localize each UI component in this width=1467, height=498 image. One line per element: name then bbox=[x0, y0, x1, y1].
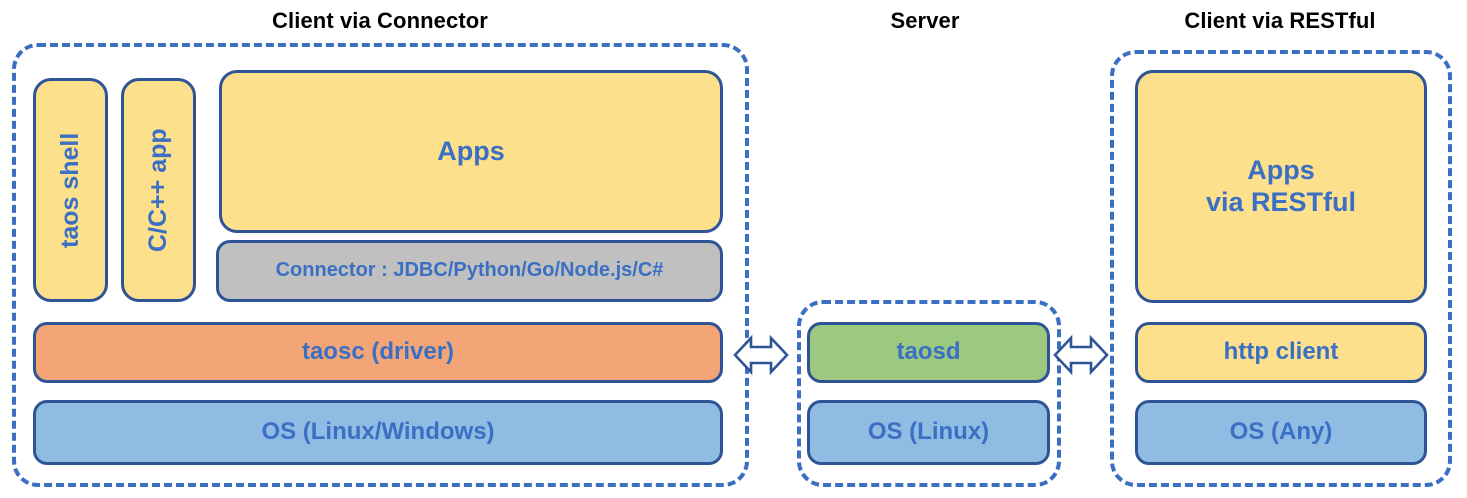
box-os-linux[interactable]: OS (Linux) bbox=[807, 400, 1050, 465]
panel-client-restful bbox=[1110, 50, 1452, 487]
box-os-linux-windows[interactable]: OS (Linux/Windows) bbox=[33, 400, 723, 465]
apps-restful-line-1: Apps bbox=[1247, 154, 1315, 185]
box-connector-list[interactable]: Connector : JDBC/Python/Go/Node.js/C# bbox=[216, 240, 723, 302]
box-os-any[interactable]: OS (Any) bbox=[1135, 400, 1427, 465]
panel-title-client-connector: Client via Connector bbox=[272, 8, 488, 33]
double-headed-arrow-icon-left bbox=[733, 330, 789, 380]
panel-client-connector bbox=[12, 43, 749, 487]
panel-server bbox=[797, 300, 1061, 487]
box-taosc-driver[interactable]: taosc (driver) bbox=[33, 322, 723, 383]
box-c-cpp-app[interactable]: C/C++ app bbox=[121, 78, 196, 302]
box-taosd[interactable]: taosd bbox=[807, 322, 1050, 383]
box-http-client[interactable]: http client bbox=[1135, 322, 1427, 383]
panel-title-server: Server bbox=[890, 8, 960, 33]
panel-title-client-restful: Client via RESTful bbox=[1184, 8, 1376, 33]
box-taos-shell[interactable]: taos shell bbox=[33, 78, 108, 302]
apps-restful-line-2: via RESTful bbox=[1205, 186, 1357, 217]
box-apps-connector[interactable]: Apps bbox=[219, 70, 723, 233]
box-apps-via-restful[interactable]: Apps via RESTful bbox=[1135, 70, 1427, 303]
double-headed-arrow-icon-right bbox=[1053, 330, 1109, 380]
